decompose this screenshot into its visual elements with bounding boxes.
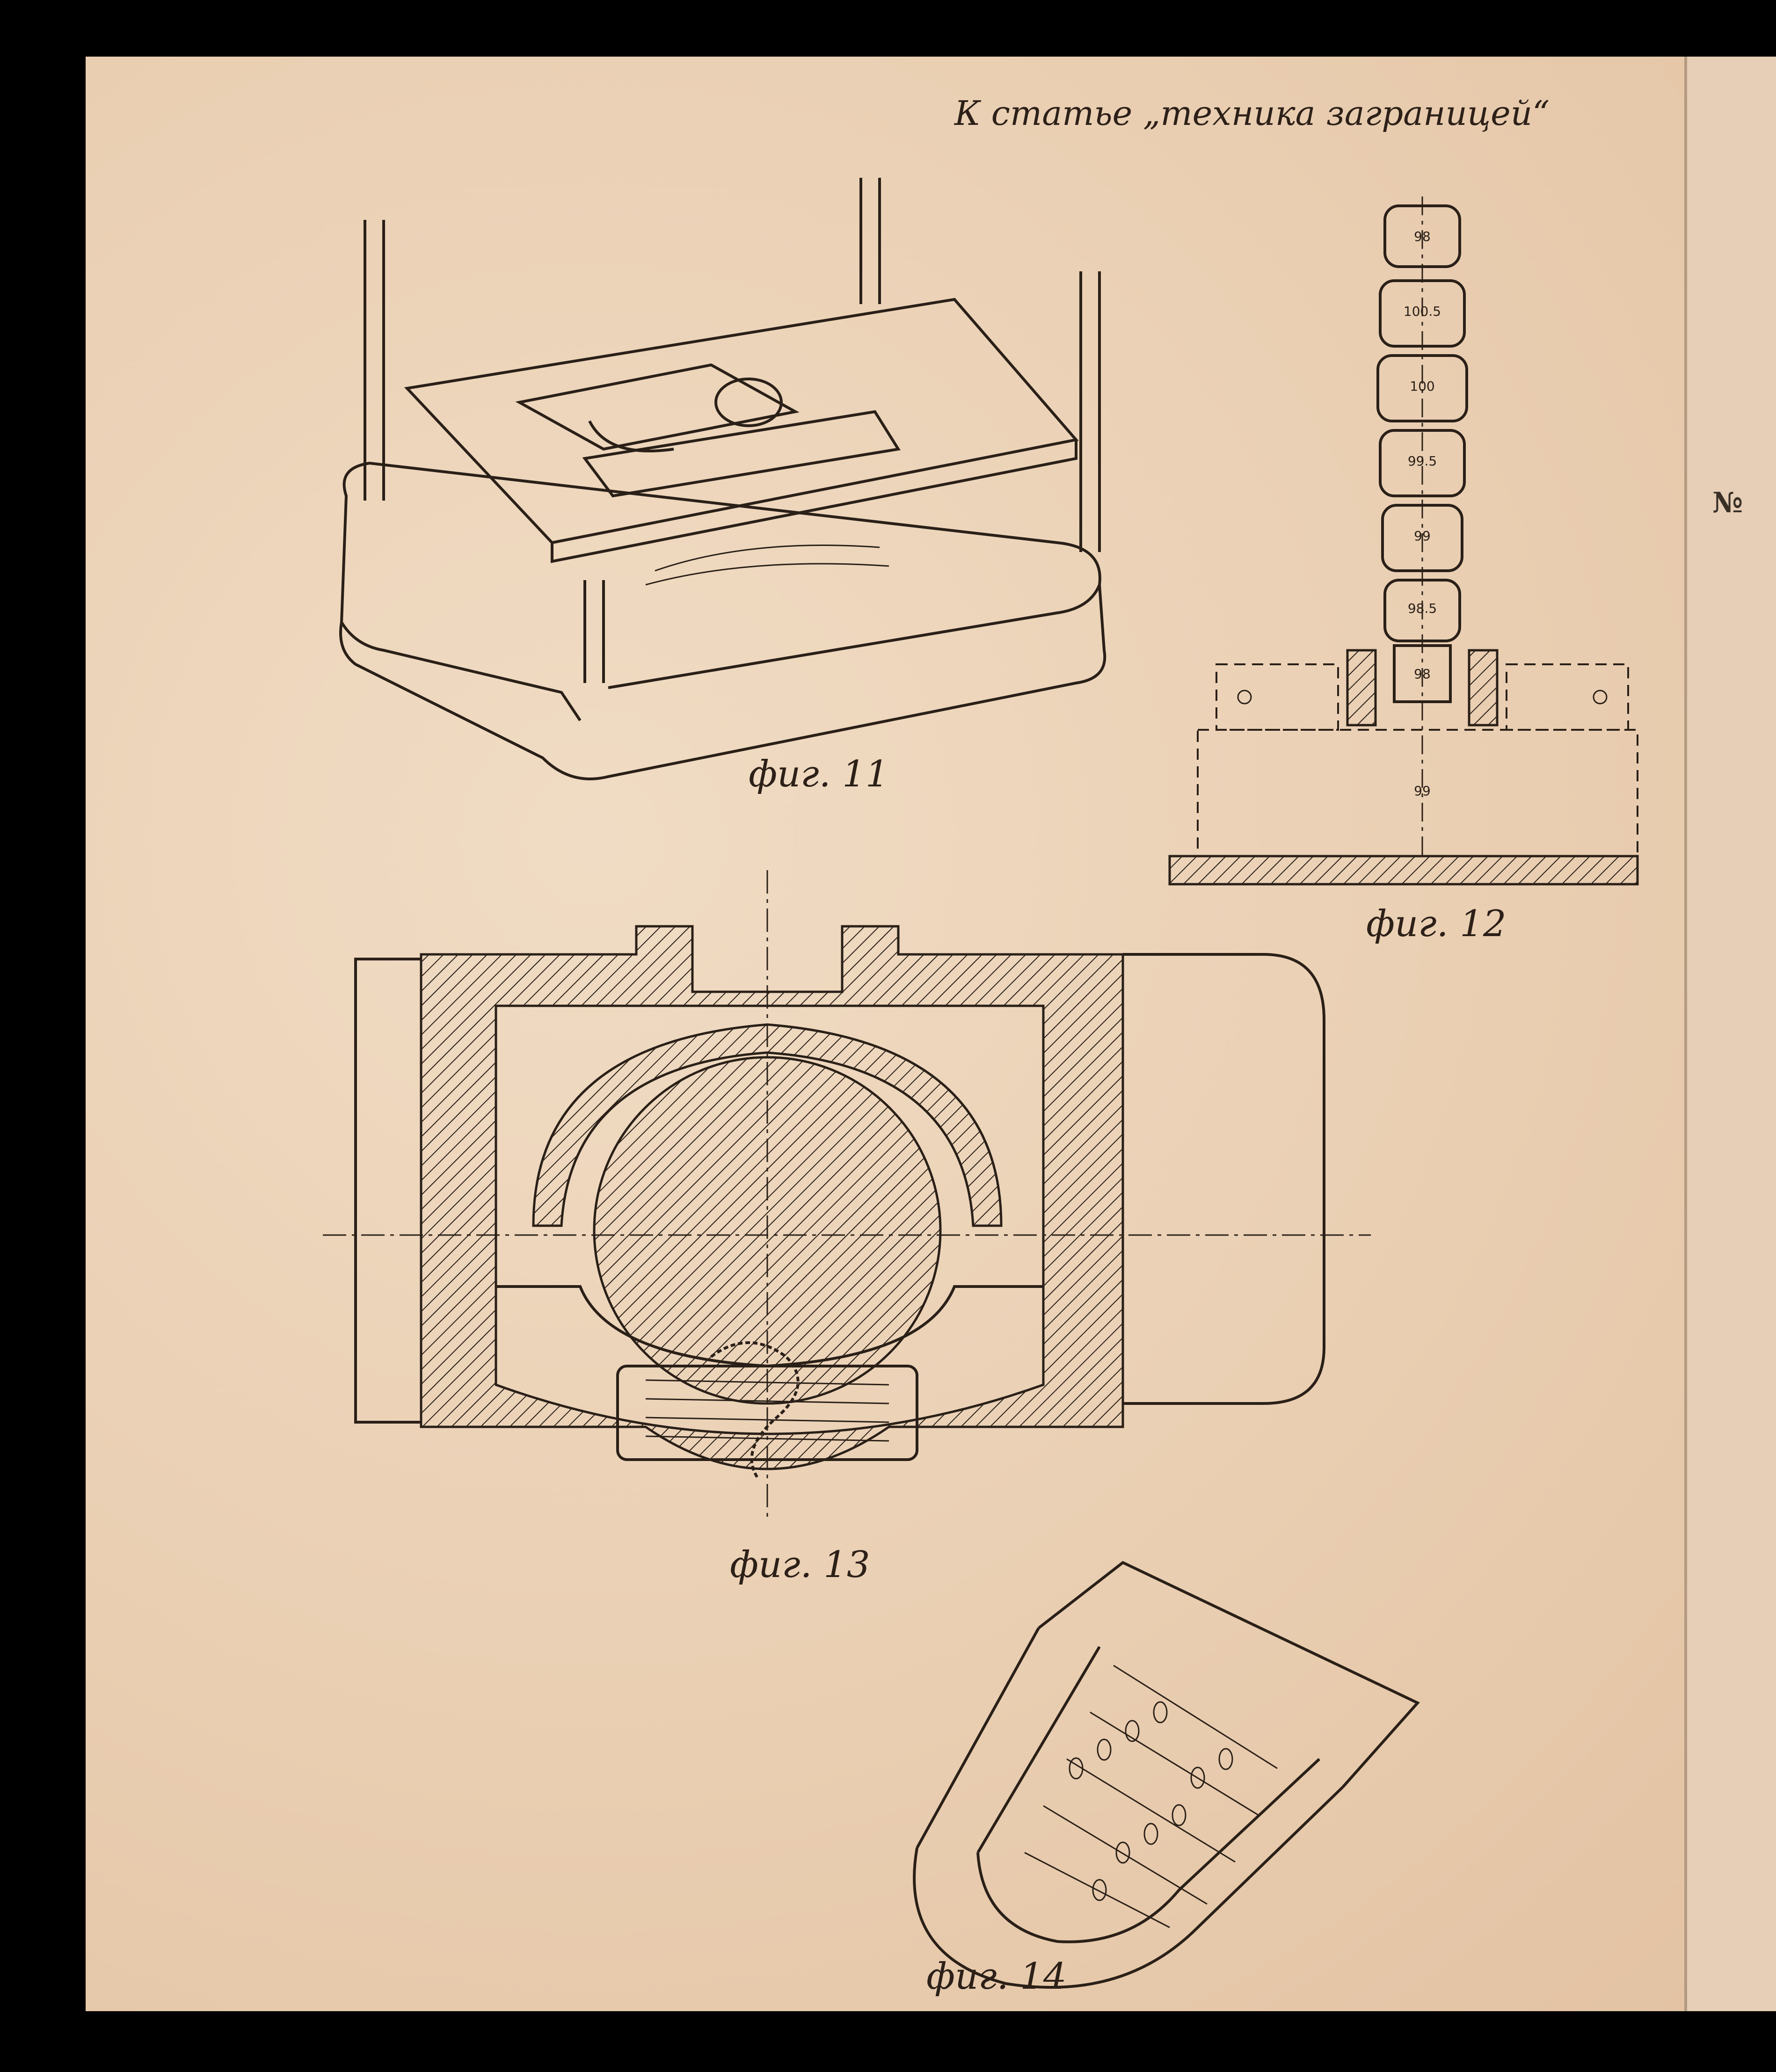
figure-12-drawing: 98 100.5 100 99.5 99 98.5 98 99 — [1168, 196, 1639, 886]
adjacent-page-strip — [1684, 57, 1776, 2011]
fig12-dimension-label: 99 — [1414, 528, 1431, 544]
page-header: К статье „техника заграницей“ — [954, 94, 1550, 133]
figure-11-caption: фиг. 11 — [749, 753, 889, 795]
fig12-dimension-label: 98.5 — [1408, 601, 1437, 616]
adjacent-page-number-mark: № — [1712, 487, 1743, 519]
fig12-dimension-label: 99.5 — [1408, 453, 1437, 469]
figure-14-drawing — [913, 1561, 1420, 1989]
figure-13-drawing — [323, 870, 1371, 1520]
fig12-dimension-label: 99 — [1414, 783, 1431, 799]
fig12-dimension-label: 100 — [1410, 378, 1434, 394]
figure-12-caption: фиг. 12 — [1366, 903, 1507, 945]
figure-13-caption: фиг. 13 — [730, 1544, 870, 1586]
figure-14-caption: фиг. 14 — [926, 1956, 1067, 1998]
figure-11-drawing — [339, 178, 1106, 780]
fig12-dimension-label: 98 — [1414, 666, 1431, 682]
fig12-dimension-label: 100.5 — [1404, 304, 1441, 319]
fig12-dimension-label: 98 — [1414, 229, 1431, 244]
paper-page — [86, 57, 1776, 2011]
